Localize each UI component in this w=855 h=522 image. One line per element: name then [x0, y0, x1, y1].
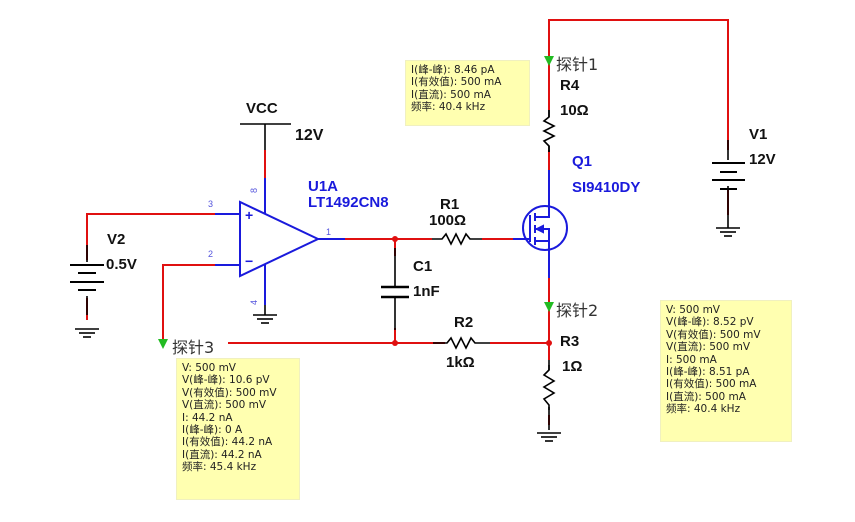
v1-ground-icon [716, 227, 740, 237]
probe1-arrow-icon [544, 56, 554, 66]
r1-resistor[interactable] [432, 232, 482, 246]
vcc-value: 12V [295, 127, 324, 144]
u1a-ref: U1A [308, 178, 339, 195]
minus-sign: − [245, 253, 254, 269]
probe1-readings: I(峰-峰): 8.46 pA I(有效值): 500 mA I(直流): 50… [405, 60, 530, 126]
r4-ref: R4 [560, 77, 580, 94]
c1-value: 1nF [413, 283, 440, 300]
r4-value: 10Ω [560, 102, 589, 119]
wire-v1-top[interactable] [548, 19, 729, 150]
v2-ground-icon [75, 328, 99, 338]
probe3-reading: I(直流): 44.2 nA [182, 448, 262, 461]
pin-2: 2 [208, 249, 214, 259]
r2-resistor[interactable] [433, 336, 490, 350]
probe3-reading: V(直流): 500 mV [182, 399, 267, 412]
probe3-reading: I(有效值): 44.2 nA [182, 436, 273, 449]
opamp-ground-icon [253, 305, 277, 324]
q1-part: SI9410DY [572, 179, 641, 196]
probe2-label[interactable]: 探针2 [556, 301, 599, 320]
r3-value: 1Ω [562, 358, 583, 375]
vcc-label: VCC [246, 100, 278, 117]
probe3-reading: I(峰-峰): 0 A [182, 424, 243, 437]
v2-battery[interactable] [70, 264, 104, 291]
junction-dot [392, 236, 398, 242]
probe3-arrow-icon [158, 339, 168, 349]
probe2-reading: 频率: 40.4 kHz [666, 403, 741, 416]
probe2-reading: V(有效值): 500 mV [666, 328, 761, 341]
probe1-reading: 频率: 40.4 kHz [411, 101, 486, 114]
probe1-reading: I(直流): 500 mA [411, 88, 491, 101]
v1-ref: V1 [749, 126, 768, 143]
r3-resistor[interactable] [542, 365, 556, 410]
plus-sign: + [245, 207, 254, 223]
r1-value: 100Ω [429, 212, 467, 229]
c1-capacitor[interactable] [381, 285, 409, 299]
q1-ref: Q1 [572, 153, 593, 170]
probe3-reading: V(有效值): 500 mV [182, 386, 277, 399]
probe2-reading: I(直流): 500 mA [666, 390, 746, 403]
wire-minus-probe3[interactable] [162, 264, 215, 340]
probe2-reading: V: 500 mV [666, 304, 720, 316]
r2-value: 1kΩ [446, 354, 475, 371]
probe3-label[interactable]: 探针3 [172, 338, 215, 357]
probe3-reading: V(峰-峰): 10.6 pV [182, 374, 270, 387]
probe3-reading: V: 500 mV [182, 362, 236, 374]
vcc-symbol[interactable] [240, 123, 291, 128]
q1-mosfet[interactable] [513, 170, 568, 278]
opamp-u1a[interactable] [215, 178, 345, 305]
probe2-reading: I(峰-峰): 8.51 pA [666, 366, 750, 379]
u1a-part: LT1492CN8 [308, 194, 389, 211]
pin-4: 4 [249, 299, 260, 306]
r2-ref: R2 [454, 314, 474, 331]
v1-battery[interactable] [712, 162, 745, 190]
r3-ground-icon [537, 432, 561, 442]
wire-v2-plus[interactable] [86, 213, 215, 260]
v2-value: 0.5V [106, 256, 137, 273]
probe3-reading: 频率: 45.4 kHz [182, 461, 257, 474]
probe1-reading: I(峰-峰): 8.46 pA [411, 64, 495, 76]
probe2-reading: V(直流): 500 mV [666, 341, 751, 354]
probe2-reading: I(有效值): 500 mA [666, 378, 757, 391]
r1-ref: R1 [440, 196, 460, 213]
probe2-readings: V: 500 mV V(峰-峰): 8.52 pV V(有效值): 500 mV… [660, 300, 792, 442]
r3-ref: R3 [560, 333, 580, 350]
probe1-label[interactable]: 探针1 [556, 55, 599, 74]
junction-dot [546, 340, 552, 346]
c1-ref: C1 [413, 258, 433, 275]
probe2-reading: I: 500 mA [666, 353, 717, 366]
probe3-readings: V: 500 mV V(峰-峰): 10.6 pV V(有效值): 500 mV… [176, 358, 300, 500]
probe2-reading: V(峰-峰): 8.52 pV [666, 316, 754, 329]
probe3-reading: I: 44.2 nA [182, 411, 233, 424]
r4-resistor[interactable] [542, 110, 556, 152]
junction-dot [392, 340, 398, 346]
probe1-reading: I(有效值): 500 mA [411, 76, 502, 89]
pin-8: 8 [249, 187, 260, 194]
pin-1: 1 [326, 227, 332, 237]
pin-3: 3 [208, 199, 214, 209]
v2-ref: V2 [107, 231, 126, 248]
v1-value: 12V [749, 151, 776, 168]
probe2-arrow-icon [544, 302, 554, 312]
